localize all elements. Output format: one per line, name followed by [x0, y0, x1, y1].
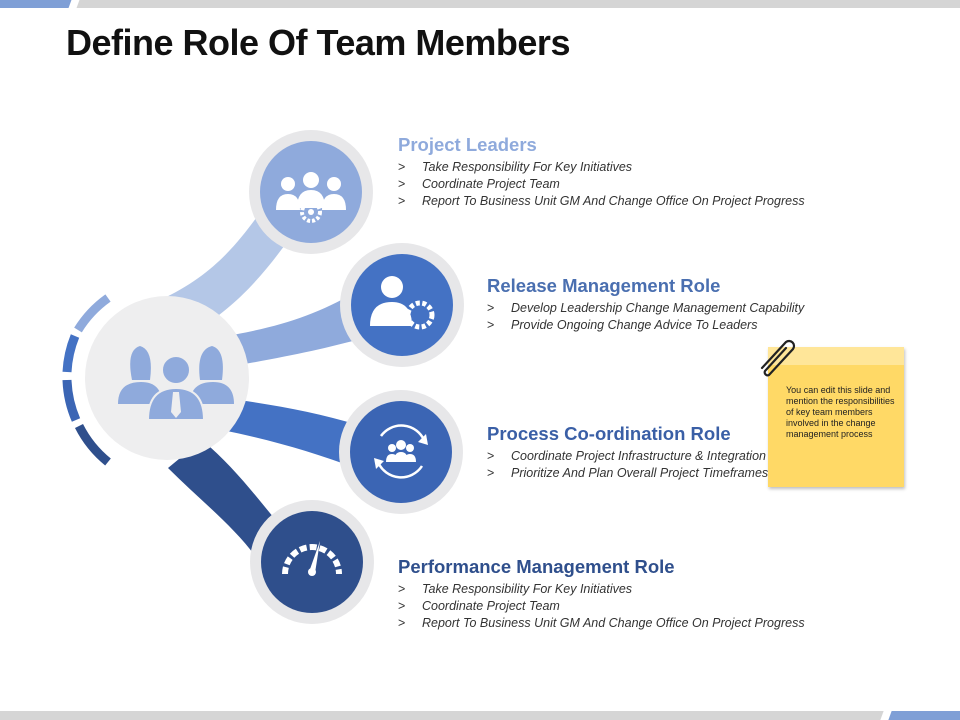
role-title: Release Management Role [487, 275, 721, 296]
cycle-team-icon [374, 424, 428, 479]
role-items: >Develop Leadership Change Management Ca… [487, 300, 960, 334]
connector-arm-1 [160, 210, 290, 330]
sticky-note-text: You can edit this slide and mention the … [786, 385, 895, 439]
arc-segment-2 [62, 334, 80, 373]
connector-arm-4 [168, 440, 286, 560]
role-block-project-leaders: Project Leaders >Take Responsibility For… [398, 134, 878, 210]
role-item: >Report To Business Unit GM And Change O… [398, 194, 805, 208]
role-item: >Coordinate Project Infrastructure & Int… [487, 449, 766, 463]
speedometer-icon [282, 541, 342, 576]
role-node-project-leaders [249, 130, 373, 254]
role-node-release-management [340, 243, 464, 367]
top-border-bar [0, 0, 960, 8]
role-items: >Take Responsibility For Key Initiatives… [398, 581, 878, 632]
role-node-performance-management [250, 500, 374, 624]
role-title: Performance Management Role [398, 556, 675, 577]
role-item: >Take Responsibility For Key Initiatives [398, 582, 633, 596]
slide-title: Define Role Of Team Members [66, 22, 570, 63]
role-title: Project Leaders [398, 134, 537, 155]
role-item: >Coordinate Project Team [398, 177, 560, 191]
center-hub [85, 296, 249, 460]
role-items: >Take Responsibility For Key Initiatives… [398, 159, 878, 210]
team-gear-icon [276, 172, 346, 223]
arc-segment-1 [74, 294, 111, 333]
bottom-border-bar [0, 711, 960, 720]
connector-arm-3 [222, 398, 358, 468]
bottom-accent-bar [886, 711, 960, 720]
role-item: >Develop Leadership Change Management Ca… [487, 301, 805, 315]
paperclip-icon [760, 339, 796, 377]
team-members-icon [118, 346, 234, 421]
role-item: >Take Responsibility For Key Initiatives [398, 160, 633, 174]
left-segment-arc [62, 294, 111, 466]
role-item: >Report To Business Unit GM And Change O… [398, 616, 805, 630]
connector-arm-2 [215, 292, 364, 368]
sticky-note-band [768, 347, 904, 365]
role-item: >Prioritize And Plan Overall Project Tim… [487, 466, 769, 480]
arc-segment-3 [62, 379, 81, 422]
role-block-performance-management: Performance Management Role >Take Respon… [398, 556, 878, 632]
role-block-process-coordination: Process Co-ordination Role >Coordinate P… [487, 423, 960, 482]
role-item: >Coordinate Project Team [398, 599, 560, 613]
role-title: Process Co-ordination Role [487, 423, 731, 444]
top-accent-bar [0, 0, 74, 8]
role-block-release-management: Release Management Role >Develop Leaders… [487, 275, 960, 334]
arc-segment-4 [74, 423, 111, 466]
role-node-process-coordination [339, 390, 463, 514]
sticky-note: You can edit this slide and mention the … [768, 347, 904, 487]
role-item: >Provide Ongoing Change Advice To Leader… [487, 318, 758, 332]
role-items: >Coordinate Project Infrastructure & Int… [487, 448, 960, 482]
person-gear-icon [370, 276, 435, 330]
